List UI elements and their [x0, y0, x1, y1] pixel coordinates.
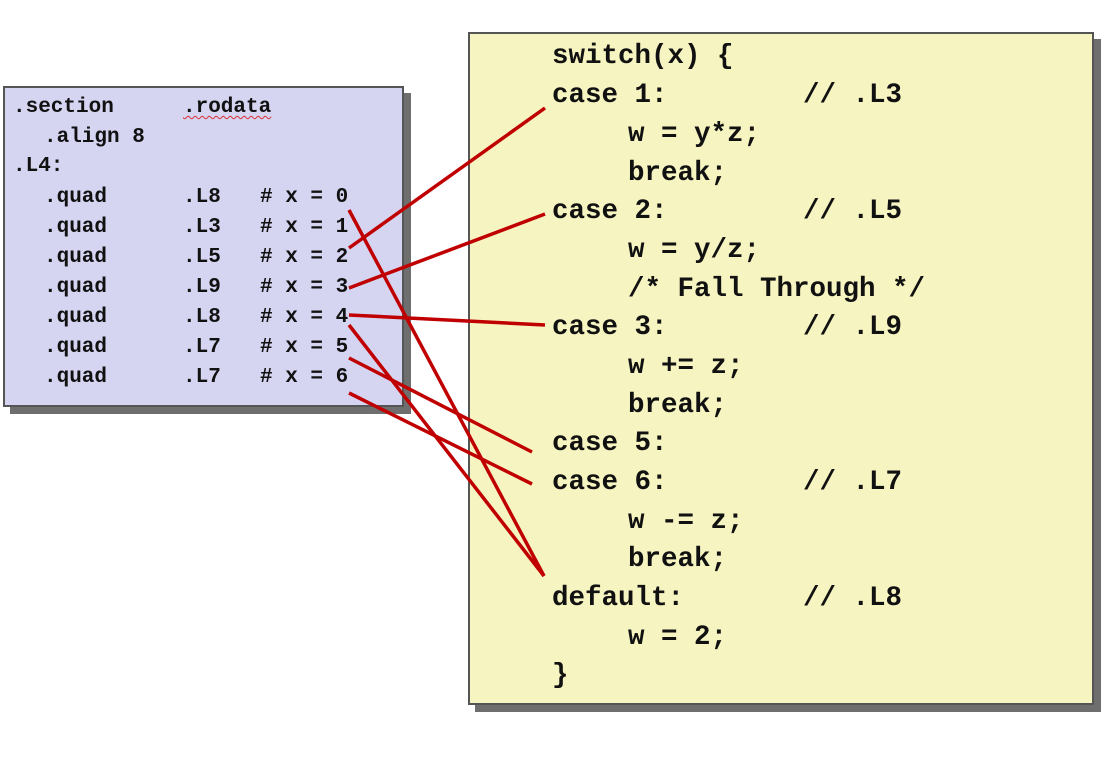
jump-table-entry: .quad .L8 # x = 0	[5, 183, 402, 213]
entry-target: .L8	[183, 186, 221, 209]
align-line: .align 8	[5, 123, 402, 153]
case3-label: case 3:	[552, 312, 668, 343]
switch-header: switch(x) {	[552, 41, 734, 72]
entry-target: .L5	[183, 246, 221, 269]
code-statement: w = y/z;	[470, 232, 1092, 270]
case6-break: break;	[628, 544, 728, 575]
jump-table-entry: .quad .L7 # x = 6	[5, 363, 402, 393]
entry-target: .L8	[183, 306, 221, 329]
default-comment: // .L8	[803, 583, 903, 614]
case6-label: case 6:	[552, 467, 668, 498]
entry-target: .L7	[183, 366, 221, 389]
case3-comment: // .L9	[803, 312, 903, 343]
entry-comment: # x = 5	[260, 336, 349, 359]
entry-directive: .quad	[44, 306, 108, 329]
code-statement: break;	[470, 155, 1092, 193]
default-label: default:	[552, 583, 685, 614]
section-line: .section .rodata	[5, 93, 402, 123]
jump-table-entry: .quad .L7 # x = 5	[5, 333, 402, 363]
entry-directive: .quad	[44, 336, 108, 359]
entry-target: .L9	[183, 276, 221, 299]
default-stmt: w = 2;	[628, 622, 728, 653]
table-label-line: .L4:	[5, 152, 402, 182]
code-statement: w -= z;	[470, 503, 1092, 541]
code-statement: w = y*z;	[470, 116, 1092, 154]
jump-table-entry: .quad .L8 # x = 4	[5, 303, 402, 333]
default-line: default: // .L8	[470, 580, 1092, 618]
code-statement: /* Fall Through */	[470, 271, 1092, 309]
case2-label: case 2:	[552, 196, 668, 227]
case6-stmt: w -= z;	[628, 506, 744, 537]
entry-directive: .quad	[44, 276, 108, 299]
switch-code-panel: switch(x) { case 1: // .L3 w = y*z; brea…	[468, 32, 1094, 705]
align-directive: .align 8	[44, 126, 145, 149]
case1-comment: // .L3	[803, 80, 903, 111]
entry-comment: # x = 4	[260, 306, 349, 329]
entry-directive: .quad	[44, 186, 108, 209]
switch-header-line: switch(x) {	[470, 38, 1092, 76]
code-statement: w = 2;	[470, 619, 1092, 657]
closing-brace: }	[552, 660, 569, 691]
entry-target: .L3	[183, 216, 221, 239]
case6-line: case 6: // .L7	[470, 464, 1092, 502]
entry-directive: .quad	[44, 216, 108, 239]
entry-comment: # x = 6	[260, 366, 349, 389]
closing-brace-line: }	[470, 657, 1092, 695]
jump-table-panel: .section .rodata .align 8 .L4: .quad .L8…	[3, 86, 404, 407]
case6-comment: // .L7	[803, 467, 903, 498]
case3-stmt: w += z;	[628, 351, 744, 382]
case1-label: case 1:	[552, 80, 668, 111]
entry-comment: # x = 2	[260, 246, 349, 269]
table-label: .L4:	[13, 155, 64, 178]
code-statement: break;	[470, 387, 1092, 425]
code-statement: break;	[470, 541, 1092, 579]
case5-label: case 5:	[552, 428, 668, 459]
case1-line: case 1: // .L3	[470, 77, 1092, 115]
jump-table-entry: .quad .L3 # x = 1	[5, 213, 402, 243]
case2-stmt: w = y/z;	[628, 235, 761, 266]
case1-break: break;	[628, 158, 728, 189]
case1-stmt: w = y*z;	[628, 119, 761, 150]
jump-table-entry: .quad .L9 # x = 3	[5, 273, 402, 303]
entry-directive: .quad	[44, 366, 108, 389]
case3-break: break;	[628, 390, 728, 421]
entry-comment: # x = 0	[260, 186, 349, 209]
case2-line: case 2: // .L5	[470, 193, 1092, 231]
section-directive: .section	[13, 96, 114, 119]
case2-comment: // .L5	[803, 196, 903, 227]
section-name: .rodata	[183, 96, 272, 119]
entry-directive: .quad	[44, 246, 108, 269]
jump-table-entry: .quad .L5 # x = 2	[5, 243, 402, 273]
case5-line: case 5:	[470, 425, 1092, 463]
code-statement: w += z;	[470, 348, 1092, 386]
case3-line: case 3: // .L9	[470, 309, 1092, 347]
entry-target: .L7	[183, 336, 221, 359]
fall-through-comment: /* Fall Through */	[628, 274, 926, 305]
entry-comment: # x = 3	[260, 276, 349, 299]
entry-comment: # x = 1	[260, 216, 349, 239]
